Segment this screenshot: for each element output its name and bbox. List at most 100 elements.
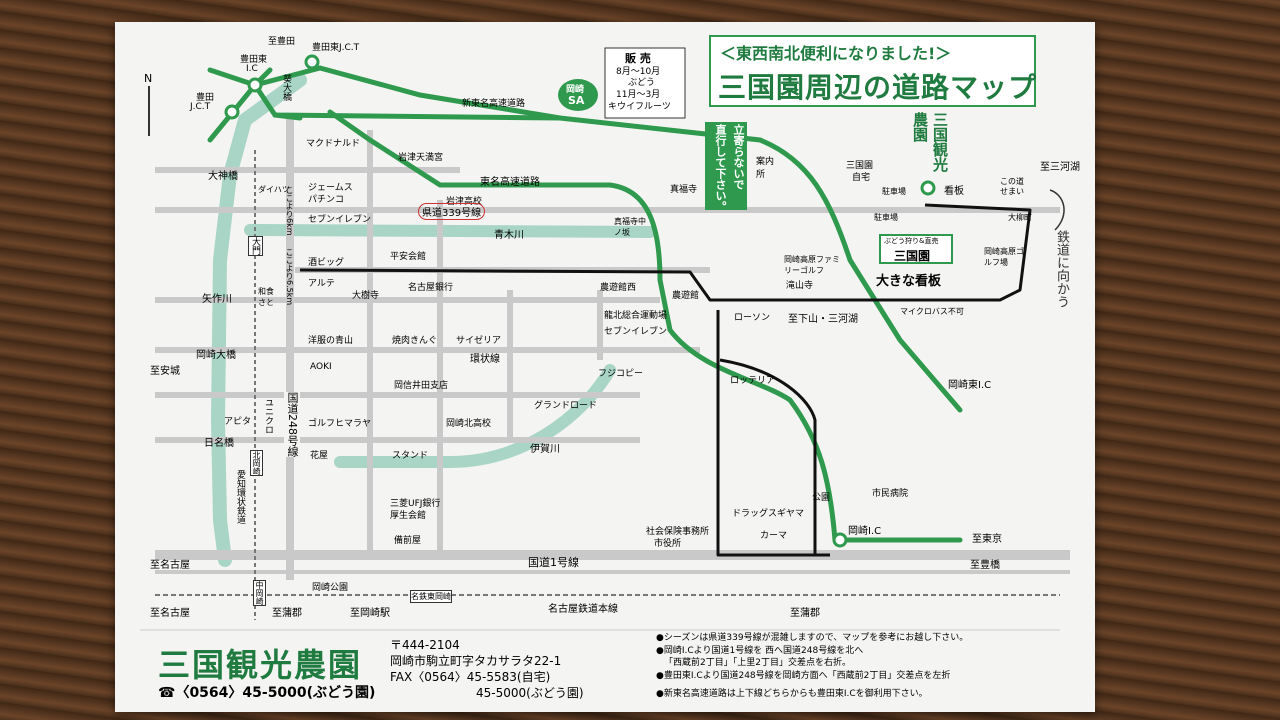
- label-big-sign: 大きな看板: [876, 274, 942, 289]
- aoki-river: [244, 224, 656, 238]
- notice-col2: 直行して下さい。: [714, 124, 727, 212]
- label-koseikaikan: 厚生会館: [390, 511, 427, 521]
- label-kanjo: 環状線: [470, 354, 500, 365]
- footer-address: 岡崎市駒立町字タカサラタ22-1: [390, 654, 562, 668]
- label-takiyamaji: 滝山寺: [786, 281, 814, 291]
- sa-top: 岡崎: [566, 85, 585, 95]
- footer-farm-name: 三国観光農園: [158, 646, 363, 684]
- label-to-nagoya-1: 至名古屋: [150, 560, 190, 571]
- footer-tel: ☎〈0564〉45-5000(ぶどう園): [158, 685, 376, 701]
- label-city-hall: 市役所: [654, 539, 682, 549]
- label-to-toyohashi: 至豊橋: [970, 560, 1000, 571]
- tomei: [327, 109, 838, 543]
- label-nikkobashi: 日名橋: [204, 438, 234, 449]
- label-iwazu-hs: 岩津高校: [446, 197, 483, 207]
- label-ufj: 三菱UFJ銀行: [390, 499, 441, 509]
- label-golf-park: 岡崎高原ゴルフ場: [984, 247, 1024, 267]
- label-parking2: 駐車場: [874, 213, 898, 222]
- label-aichi-kanjo: 愛知環状鉄道: [235, 470, 245, 524]
- farm-vertical-1: 三国観光: [931, 112, 949, 172]
- label-narrow-2: せまい: [1000, 187, 1024, 196]
- label-grand-road: グランドロード: [534, 401, 598, 411]
- label-okazaki-higashi-ic: 岡崎東I.C: [948, 380, 992, 391]
- label-to-okazaki-st: 至岡崎駅: [350, 608, 390, 619]
- label-meitetsu-main: 名古屋鉄道本線: [548, 604, 618, 615]
- notice-green-box: [705, 122, 747, 210]
- label-hanaya: 花屋: [310, 451, 329, 461]
- label-social-ins: 社会保険事務所: [646, 527, 710, 537]
- label-nougyoukan: 農遊館: [672, 291, 700, 301]
- label-grape-sign-small: ぶどう狩り&直売: [884, 237, 939, 245]
- label-aoi: 葵大橋: [281, 74, 291, 101]
- farm-vertical-2: 農園: [911, 112, 929, 142]
- label-pachinko: パチンコ: [308, 195, 345, 205]
- title-line2: 三国園周辺の道路マップ: [718, 71, 1038, 104]
- label-toyota-jct-1: 豊田: [196, 93, 215, 103]
- label-mcdonalds: マクドナルド: [306, 139, 361, 149]
- label-seven1: セブンイレブン: [308, 215, 372, 225]
- footer-zip: 〒444-2104: [390, 638, 460, 652]
- label-park: 公園: [812, 493, 831, 503]
- label-fujicopy: フジコピー: [598, 369, 644, 379]
- label-to-nagoya-2: 至名古屋: [150, 608, 190, 619]
- label-yahagi: 矢作川: [202, 294, 232, 305]
- footer-fax2: 45-5000(ぶどう園): [476, 686, 584, 700]
- label-tomei: 東名高速道路: [480, 177, 540, 188]
- title-line1: ＜東西南北便利になりました!＞: [720, 44, 952, 63]
- farm-label-area: [905, 110, 955, 180]
- label-kitaokazaki: 北岡崎: [250, 450, 263, 476]
- label-toyota-jct-2: J.C.T: [190, 102, 211, 112]
- footer-note3a: ●豊田東I.Cより国道248号線を岡崎方面へ「西蔵前2丁目」交差点を左折: [656, 671, 951, 681]
- handwritten-route: [299, 203, 1032, 557]
- label-info: 案内所: [756, 157, 775, 180]
- notice-col1: 立寄らないで: [732, 124, 745, 190]
- label-aoki-river: 青木川: [494, 230, 524, 241]
- label-parking1: 駐車場: [882, 187, 906, 196]
- label-seven2: セブンイレブン: [604, 327, 668, 337]
- label-dainijinbashi: 大神橋: [208, 171, 238, 182]
- label-makabe2: 真福寺中ノ坂: [614, 217, 646, 237]
- label-ryuhoku: 龍北総合運動場: [604, 311, 668, 321]
- label-iga-river: 伊賀川: [530, 444, 560, 455]
- sales-kiwi-period: 11月〜3月: [616, 90, 661, 100]
- label-saizeriya: サイゼリア: [456, 336, 502, 346]
- sales-box: [604, 47, 686, 119]
- label-drug-sugi: ドラッグスギヤマ: [732, 509, 805, 519]
- shin-tomei: [252, 82, 963, 413]
- label-toyota-higashi-ic-2: I.C: [246, 64, 258, 74]
- label-home-2: 自宅: [852, 173, 871, 183]
- sales-kiwi: キウイフルーツ: [608, 102, 671, 112]
- sales-grape-period: 8月〜10月: [616, 67, 661, 77]
- label-golf-himaraya: ゴルフヒマラヤ: [308, 419, 372, 429]
- label-okazaki-ohashi: 岡崎大橋: [196, 350, 236, 361]
- okazaki-sa-badge: [558, 79, 598, 111]
- label-to-gamagori-2: 至蒲郡: [790, 608, 820, 619]
- label-nouyuukan: 農遊館西: [600, 283, 637, 293]
- label-route248: 国道248号線: [284, 392, 300, 457]
- handwritten-note: 鉄道に向かう: [1054, 230, 1069, 308]
- label-uniqlo: ユニクロ: [263, 398, 273, 434]
- interchanges: [224, 54, 936, 548]
- label-family-golf: 岡崎高原ファミリーゴルフ: [784, 255, 840, 275]
- label-apita: アピタ: [224, 417, 252, 427]
- footer-note1: ●シーズンは県道339号線が混雑しますので、マップを参考にお越し下さい。: [656, 633, 969, 643]
- label-okazaki-ic: 岡崎I.C: [848, 526, 882, 537]
- label-shimoyama: 至下山・三河湖: [788, 314, 858, 325]
- label-toyota-higashi-ic-1: 豊田東: [240, 55, 268, 65]
- label-grape-sign-big: 三国園: [894, 249, 931, 263]
- label-okazaki-park: 岡崎公園: [312, 583, 349, 593]
- label-kanban: 看板: [944, 186, 964, 197]
- label-alte: アルテ: [308, 279, 335, 289]
- label-nakaokazaki: 中岡崎: [253, 580, 266, 606]
- sales-label: 販 売: [625, 52, 651, 65]
- label-lawson: ローソン: [734, 313, 771, 323]
- title-box: [709, 35, 1036, 107]
- label-yakiniku: 焼肉きんぐ: [392, 336, 438, 346]
- label-route339: 県道339号線: [418, 203, 486, 220]
- label-to-anjo: 至安城: [150, 366, 180, 377]
- label-makabe: 真福寺: [670, 185, 698, 195]
- footer-fax: FAX〈0564〉45-5583(自宅): [390, 670, 551, 684]
- label-daihatsu: ダイハツ: [258, 185, 290, 194]
- label-bizen: 備前屋: [394, 536, 422, 546]
- label-jeems: ジェームス: [308, 183, 353, 193]
